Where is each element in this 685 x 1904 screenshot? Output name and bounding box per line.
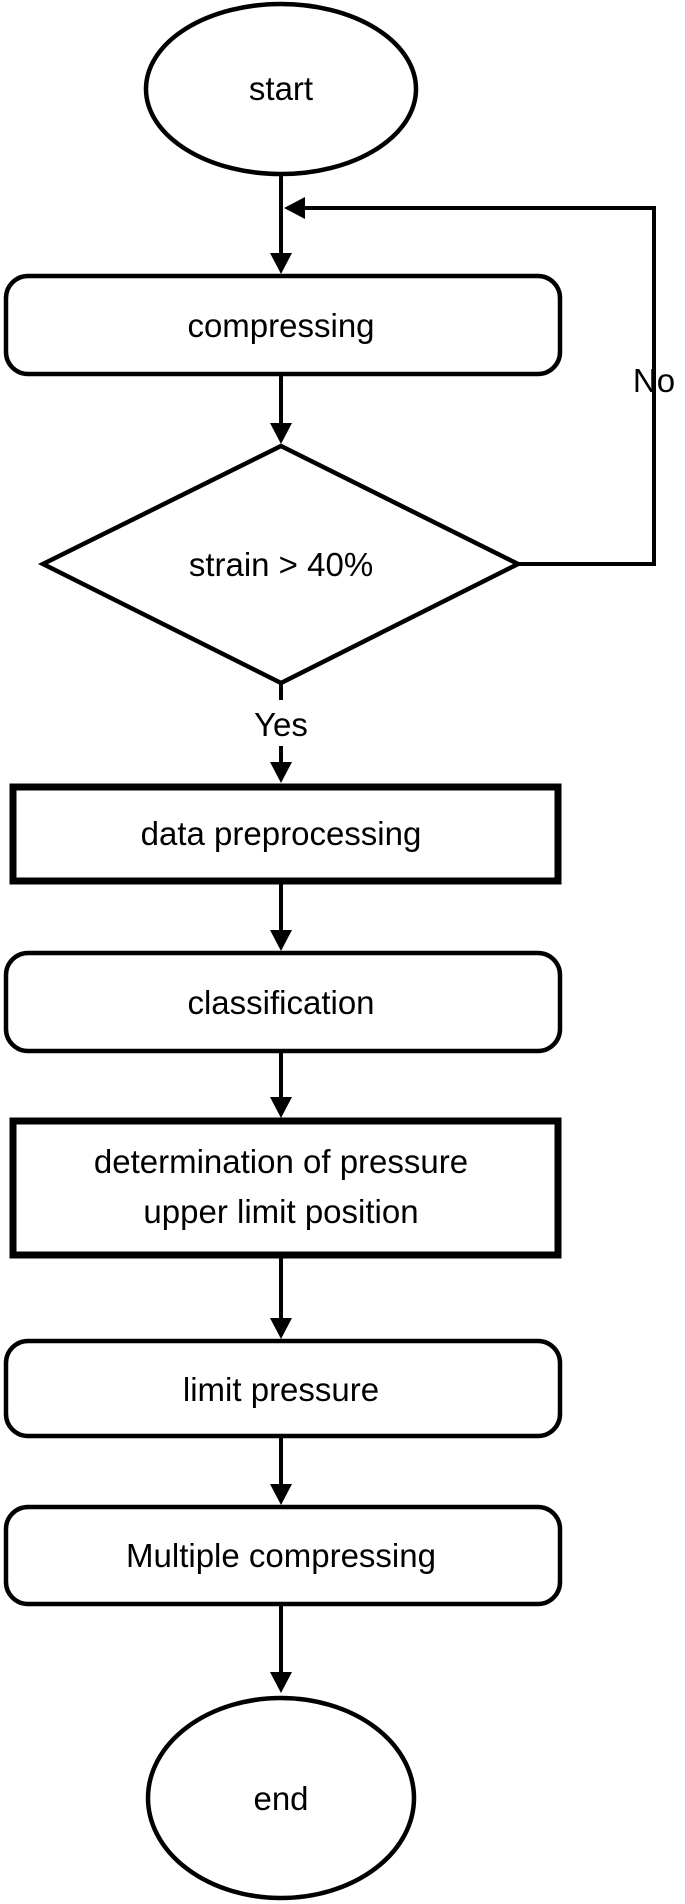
edge-limit-to-multiple	[270, 1437, 292, 1505]
node-limit-pressure: limit pressure	[3, 1338, 563, 1439]
node-compressing-label: compressing	[187, 307, 374, 344]
edge-compressing-to-decision	[270, 375, 292, 444]
node-limit-pressure-label: limit pressure	[183, 1371, 379, 1408]
node-determination: determination of pressure upper limit po…	[9, 1117, 562, 1259]
node-data-preprocessing: data preprocessing	[9, 783, 562, 885]
node-determination-label-line1: determination of pressure	[94, 1143, 468, 1180]
edge-multiple-to-end	[270, 1605, 292, 1693]
node-determination-label-line2: upper limit position	[143, 1193, 418, 1230]
node-multiple-compressing-label: Multiple compressing	[126, 1537, 436, 1574]
node-end: end	[145, 1695, 417, 1901]
node-decision: strain > 40%	[37, 443, 524, 686]
node-end-label: end	[253, 1780, 308, 1817]
edge-start-to-compressing	[270, 176, 292, 274]
edge-preprocessing-to-classification	[270, 882, 292, 951]
edge-yes-label: Yes	[254, 706, 308, 743]
node-decision-label: strain > 40%	[189, 546, 373, 583]
node-classification-label: classification	[187, 984, 374, 1021]
edge-no-loop	[284, 197, 656, 566]
node-start-label: start	[249, 70, 313, 107]
edge-no-label: No	[633, 362, 675, 399]
node-compressing: compressing	[3, 273, 563, 377]
edge-determination-to-limit-pressure	[270, 1256, 292, 1339]
edge-classification-to-determination	[270, 1052, 292, 1118]
node-classification: classification	[3, 950, 563, 1054]
node-multiple-compressing: Multiple compressing	[3, 1504, 563, 1607]
edge-yes	[270, 684, 292, 783]
node-data-preprocessing-label: data preprocessing	[141, 815, 422, 852]
node-start: start	[143, 1, 419, 177]
